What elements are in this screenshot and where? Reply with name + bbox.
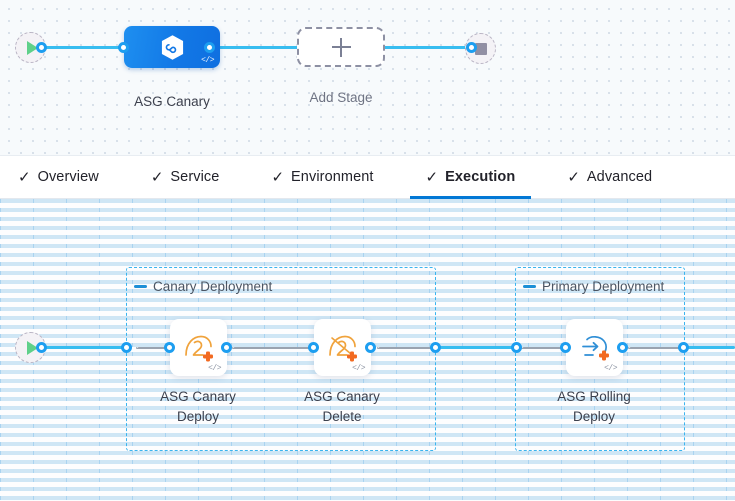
exec-port-canary-deploy-in[interactable] — [164, 342, 175, 353]
tab-environment[interactable]: ✓ Environment — [269, 155, 375, 199]
code-glyph: </> — [208, 364, 221, 373]
wire-stage-to-addstage — [210, 46, 302, 49]
stage-port-canary-in[interactable] — [118, 42, 129, 53]
exec-port-canary-delete-in[interactable] — [308, 342, 319, 353]
tab-label: Overview — [37, 169, 99, 185]
check-icon: ✓ — [271, 168, 285, 186]
wire-group2-entry-dashed — [521, 347, 565, 349]
stop-square-icon — [474, 42, 487, 55]
step-label-asg-canary-delete: ASG Canary Delete — [304, 389, 380, 425]
step-label-asg-canary-deploy: ASG Canary Deploy — [160, 389, 236, 425]
exec-port-rolling-deploy-in[interactable] — [560, 342, 571, 353]
group-title: Primary Deployment — [542, 279, 665, 294]
wire-group1-exit-dashed — [377, 347, 435, 349]
exec-port-group2-left[interactable] — [511, 342, 522, 353]
plus-badge — [346, 351, 357, 361]
tab-label: Advanced — [586, 169, 653, 185]
exec-port-canary-deploy-out[interactable] — [221, 342, 232, 353]
wire-group2-exit-dashed — [628, 347, 684, 349]
stage-port-start-out[interactable] — [36, 42, 47, 53]
play-icon — [26, 40, 38, 55]
stage-canvas[interactable]: </> ASG Canary Add Stage — [0, 0, 735, 155]
wire-between-canary-steps — [232, 347, 314, 349]
wire-start-to-stage — [40, 46, 132, 49]
exec-port-group1-left[interactable] — [121, 342, 132, 353]
group-title: Canary Deployment — [153, 279, 273, 294]
asg-canary-delete-icon — [328, 335, 357, 361]
wire-exec-start-to-group1 — [40, 346, 132, 349]
add-stage-button[interactable] — [297, 27, 385, 67]
tab-service[interactable]: ✓ Service — [149, 155, 222, 199]
exec-port-start-out[interactable] — [36, 342, 47, 353]
exec-port-rolling-deploy-out[interactable] — [617, 342, 628, 353]
code-glyph: </> — [604, 364, 617, 373]
wire-group2-to-edge — [684, 346, 735, 349]
infinity-hexagon-icon — [161, 34, 183, 60]
check-icon: ✓ — [150, 168, 164, 186]
asg-rolling-deploy-icon — [581, 335, 609, 360]
plus-icon-vertical — [340, 37, 342, 57]
tab-overview[interactable]: ✓ Overview — [16, 155, 101, 199]
code-glyph: </> — [201, 56, 214, 65]
add-stage-label: Add Stage — [309, 90, 373, 105]
tab-label: Execution — [445, 169, 516, 185]
stage-port-canary-out[interactable] — [204, 42, 215, 53]
stage-port-end-in[interactable] — [466, 42, 477, 53]
pipeline-start-node[interactable] — [15, 32, 46, 63]
plus-badge — [598, 350, 609, 360]
wire-group1-to-group2 — [434, 346, 520, 349]
stage-config-tabs: ✓ Overview ✓ Service ✓ Environment ✓ Exe… — [0, 155, 735, 199]
exec-port-canary-delete-out[interactable] — [365, 342, 376, 353]
check-icon: ✓ — [18, 168, 31, 186]
step-node-asg-rolling-deploy[interactable]: </> — [566, 319, 623, 376]
step-group-label-canary: Canary Deployment — [134, 279, 272, 294]
tab-advanced[interactable]: ✓ Advanced — [565, 155, 654, 199]
step-node-asg-canary-delete[interactable]: </> — [314, 319, 371, 376]
step-node-asg-canary-deploy[interactable]: </> — [170, 319, 227, 376]
check-icon: ✓ — [567, 168, 580, 186]
code-glyph: </> — [352, 364, 365, 373]
tab-label: Service — [170, 169, 220, 185]
exec-port-group1-right[interactable] — [430, 342, 441, 353]
asg-canary-deploy-icon — [184, 335, 213, 361]
wire-group1-entry-dashed — [136, 347, 170, 349]
step-label-asg-rolling-deploy: ASG Rolling Deploy — [557, 389, 631, 425]
check-icon: ✓ — [425, 168, 439, 186]
stage-label-asg-canary: ASG Canary — [134, 94, 210, 109]
execution-canvas[interactable]: Canary Deployment Primary Deployment — [0, 199, 735, 501]
tab-label: Environment — [291, 169, 374, 185]
tab-execution[interactable]: ✓ Execution — [409, 155, 532, 199]
wire-addstage-to-end — [380, 46, 475, 49]
collapse-dash-icon[interactable] — [523, 285, 536, 288]
plus-badge — [202, 351, 213, 361]
exec-port-group2-right[interactable] — [678, 342, 689, 353]
stage-node-asg-canary[interactable]: </> — [124, 26, 220, 68]
collapse-dash-icon[interactable] — [134, 285, 147, 288]
step-group-label-primary: Primary Deployment — [523, 279, 664, 294]
